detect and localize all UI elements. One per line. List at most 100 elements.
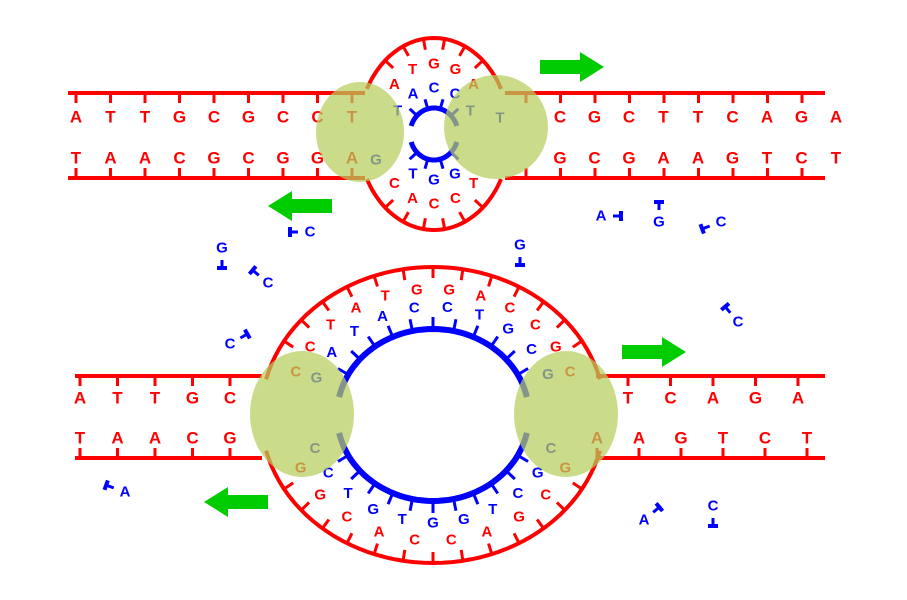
- bottom-bubble-tick: [345, 532, 354, 544]
- top-lower-right-base: G: [553, 149, 566, 168]
- bottom-new-strand-tick: [366, 482, 377, 495]
- top-upper-right-base: C: [623, 108, 635, 127]
- bottom-loop-blue-base: C: [442, 299, 453, 316]
- bottom-loop-red-base: C: [409, 532, 420, 549]
- bottom-new-strand-tick: [350, 349, 361, 361]
- nucleotide-stick: [613, 211, 623, 221]
- free-nucleotide-letter: A: [596, 208, 607, 225]
- nucleotide-stick: [288, 227, 298, 237]
- top-upper-right-base: G: [588, 108, 601, 127]
- free-nucleotide-letter: C: [733, 314, 744, 331]
- free-nucleotide-letter: G: [216, 240, 228, 257]
- free-nucleotide-letter: A: [120, 484, 131, 501]
- top-upper-right-base: A: [761, 108, 773, 127]
- top-loop-blue-base: T: [408, 165, 417, 182]
- bottom-loop-blue-base: C: [323, 464, 334, 481]
- nucleotide-stick: [698, 223, 711, 235]
- free-nucleotide-letter: C: [263, 275, 274, 292]
- top-new-strand-tick: [408, 107, 419, 117]
- nucleotide-stick: [654, 200, 664, 210]
- bottom-loop-blue-base: A: [326, 344, 337, 361]
- bottom-lower-right-base: T: [802, 429, 813, 448]
- top-bubble-tick: [441, 38, 447, 51]
- bottom-bubble-tick: [512, 532, 521, 544]
- free-nucleotide: C: [708, 498, 719, 528]
- bottom-bubble-tick: [555, 318, 566, 329]
- free-nucleotide-letter: A: [639, 512, 650, 529]
- top-bubble-tick: [421, 217, 427, 230]
- top-bubble-tick: [441, 217, 447, 230]
- top-loop-red-base: T: [408, 61, 417, 78]
- bottom-loop-blue-base: G: [427, 515, 439, 532]
- nucleotide-bar: [654, 502, 665, 513]
- top-bubble-tick: [458, 45, 467, 57]
- bottom-loop-red-base: C: [446, 532, 457, 549]
- helicase-enzyme: [316, 82, 404, 182]
- bottom-bubble-tick: [345, 286, 354, 298]
- bottom-bubble-tick: [283, 339, 295, 349]
- top-loop-red-base: A: [407, 190, 418, 207]
- bottom-upper-right-base: A: [707, 389, 719, 408]
- top-bubble-tick: [473, 59, 484, 70]
- bottom-new-strand-lower: [336, 432, 530, 505]
- free-nucleotide: G: [653, 200, 665, 231]
- arrow-left: [268, 191, 332, 221]
- bottom-upper-right-base: C: [664, 389, 676, 408]
- direction-arrows: [204, 52, 686, 517]
- bottom-bubble-tick: [372, 275, 379, 287]
- nucleotide-stick: [652, 502, 665, 514]
- bottom-bubble-tick: [571, 339, 583, 349]
- bottom-bubble-tick: [512, 286, 521, 298]
- nucleotide-bar: [243, 328, 252, 340]
- top-bubble-tick: [401, 211, 410, 223]
- top-upper-left-base: T: [140, 108, 151, 127]
- helicase-enzyme: [250, 351, 354, 477]
- bottom-lower-right-base: A: [633, 429, 645, 448]
- bottom-new-strand-tick: [516, 454, 529, 463]
- top-bubble-upper-template: [365, 35, 503, 90]
- nucleotide-bar: [247, 265, 258, 276]
- bottom-bubble-tick: [555, 501, 566, 512]
- top-lower-left-base: A: [104, 149, 116, 168]
- bottom-upper-left-base: C: [224, 389, 236, 408]
- bottom-lower-right-base: T: [718, 429, 729, 448]
- top-upper-left-base: T: [105, 108, 116, 127]
- bottom-new-strand-tick: [386, 492, 395, 505]
- bottom-new-strand-tick: [452, 318, 458, 332]
- top-lower-left-base: A: [139, 149, 151, 168]
- bottom-bubble-tick: [321, 518, 331, 530]
- bottom-new-strand-tick: [366, 335, 377, 348]
- bottom-new-strand-tick: [350, 469, 361, 481]
- top-bubble-lower-template: [365, 178, 503, 233]
- bottom-bubble-tick: [283, 481, 295, 491]
- nucleotide-stick: [217, 260, 227, 270]
- dna-strands: [68, 35, 825, 566]
- top-new-strand-tick: [423, 98, 430, 110]
- bottom-loop-red-base: A: [475, 287, 486, 304]
- bottom-bubble-tick: [487, 275, 494, 287]
- top-upper-left-base: A: [70, 108, 82, 127]
- top-loop-red-base: C: [389, 175, 400, 192]
- top-loop-blue-base: G: [449, 165, 461, 182]
- bottom-bubble-tick: [401, 549, 407, 561]
- bottom-loop-blue-base: G: [502, 321, 514, 338]
- bottom-loop-red-base: T: [381, 287, 390, 304]
- top-bubble-tick: [458, 211, 467, 223]
- top-upper-left-base: C: [208, 108, 220, 127]
- bottom-bubble-tick: [321, 300, 331, 312]
- top-lower-right-base: C: [795, 149, 807, 168]
- bottom-loop-blue-base: G: [458, 511, 470, 528]
- bottom-new-strand-tick: [471, 325, 480, 338]
- top-lower-right-base: T: [831, 149, 842, 168]
- bottom-loop-red-base: C: [342, 508, 353, 525]
- top-lower-left-base: G: [276, 149, 289, 168]
- bottom-upper-left-base: T: [112, 389, 123, 408]
- bottom-loop-blue-base: C: [526, 341, 537, 358]
- bottom-bubble-tick: [535, 518, 545, 530]
- free-nucleotide: A: [102, 479, 131, 501]
- top-upper-right-base: G: [795, 108, 808, 127]
- free-nucleotide: C: [698, 214, 727, 235]
- arrow-right: [622, 337, 686, 367]
- top-new-strand-tick: [423, 158, 430, 170]
